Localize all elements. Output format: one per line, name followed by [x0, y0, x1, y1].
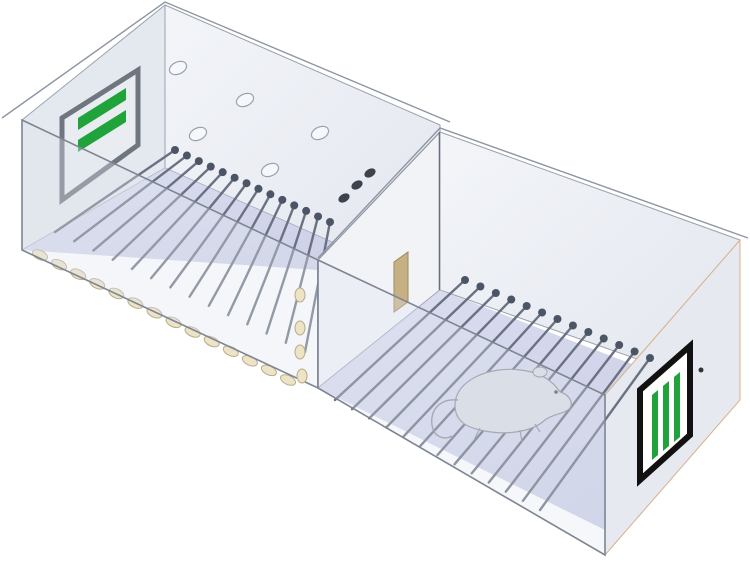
right-stimulus-monitor — [637, 339, 704, 487]
grid-rod — [385, 298, 513, 429]
grid-rod-cap — [194, 157, 203, 166]
right-grid-floor — [333, 276, 654, 512]
floor-led — [70, 268, 87, 281]
grid-rod-cap — [553, 315, 562, 323]
grid-rod — [504, 343, 621, 493]
wall-ports — [338, 168, 376, 203]
grid-rod-cap — [461, 276, 469, 284]
edge-led — [294, 320, 306, 336]
grid-rod — [130, 170, 224, 271]
grid-rod — [111, 165, 212, 261]
grid-rod-cap — [646, 354, 654, 362]
grid-rod — [402, 304, 528, 438]
grid-rod-cap — [206, 162, 215, 171]
left-top-rim — [1, 1, 451, 123]
grid-rod — [149, 176, 236, 280]
grid-rod — [73, 154, 189, 243]
grid-rod-cap — [584, 328, 593, 336]
grid-rod — [284, 215, 320, 344]
grid-rod — [92, 159, 201, 252]
floor-led — [32, 249, 48, 261]
floor-led-row — [32, 249, 296, 386]
grid-rod-cap — [242, 179, 251, 188]
grid-rod-cap — [476, 282, 485, 291]
edge-led — [296, 368, 308, 384]
grid-rod — [207, 193, 272, 308]
grid-rod-cap — [538, 308, 547, 317]
wall-hole — [310, 125, 330, 141]
mouse — [431, 366, 572, 443]
right-front-glass — [317, 258, 606, 557]
grid-rod-cap — [491, 289, 500, 297]
grid-rod — [367, 291, 498, 420]
grid-rod-cap — [630, 347, 639, 356]
grid-rod-cap — [326, 218, 334, 226]
grid-rod-cap — [290, 201, 299, 210]
floor-led — [184, 326, 201, 338]
grid-rod-cap — [278, 195, 287, 204]
grid-rod-cap — [182, 151, 191, 160]
right-top-rim — [317, 127, 749, 259]
grid-rod — [350, 285, 482, 411]
grid-rod-cap — [302, 206, 311, 215]
grid-rod — [188, 187, 260, 298]
port-hole — [338, 193, 350, 203]
wall-hole — [235, 92, 255, 108]
stimulus-bar-2 — [78, 110, 126, 152]
wall-hole — [188, 126, 208, 142]
floor-led — [51, 258, 68, 271]
grid-rod-cap — [568, 321, 577, 330]
grid-rod-cap — [218, 168, 227, 177]
stimulus-bar-1 — [78, 88, 126, 130]
grid-rod — [333, 278, 467, 402]
grid-rod — [521, 350, 636, 503]
left-grid-floor — [53, 146, 334, 354]
grid-rod — [226, 198, 284, 317]
grid-rod-cap — [266, 190, 275, 199]
edge-led — [294, 344, 306, 360]
grid-rod — [246, 204, 296, 326]
left-stimulus-monitor — [59, 65, 141, 205]
port-hole — [351, 180, 363, 190]
stimulus-bar-v2 — [663, 381, 669, 451]
grid-rod-cap — [254, 184, 263, 193]
grid-rod-cap — [599, 334, 608, 343]
grid-rod-cap — [507, 295, 516, 304]
grid-rod-cap — [615, 341, 624, 349]
edge-led — [294, 287, 306, 303]
grid-rod-cap — [314, 212, 323, 221]
port-hole — [364, 168, 376, 178]
grid-rod — [538, 356, 652, 512]
wall-hole — [260, 162, 280, 178]
stimulus-bar-v1 — [652, 390, 658, 460]
back-wall-holes — [168, 60, 330, 178]
right-compartment — [317, 127, 749, 557]
stimulus-bar-v3 — [674, 372, 680, 442]
grid-rod — [265, 209, 308, 335]
floor-led — [280, 374, 296, 386]
floor-led — [203, 335, 220, 348]
edge-led-column — [294, 287, 308, 384]
grid-rod — [53, 148, 177, 234]
grid-rod-cap — [230, 173, 239, 182]
grid-rod-cap — [171, 146, 179, 154]
grid-rod — [169, 182, 248, 289]
grid-rod-cap — [522, 302, 531, 310]
wall-hole — [168, 60, 188, 76]
